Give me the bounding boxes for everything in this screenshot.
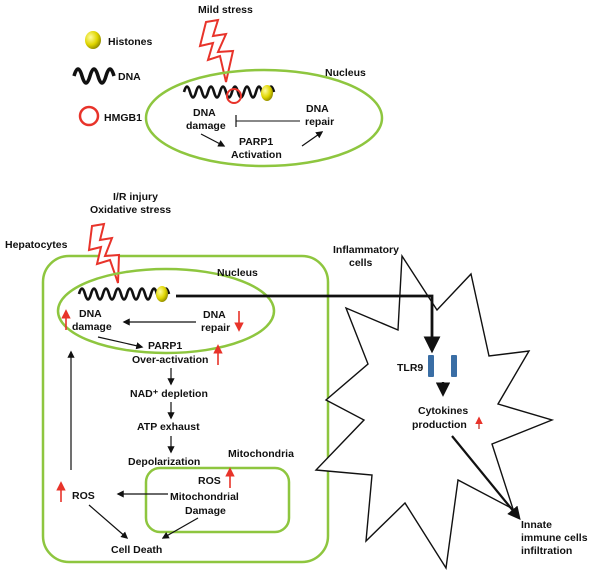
hep-dna-damage-label-1: DNA — [79, 308, 102, 320]
mitochondria-label: Mitochondria — [228, 448, 294, 460]
ir-injury-label: I/R injury — [113, 191, 158, 203]
hepatocytes-label: Hepatocytes — [5, 239, 68, 251]
hepatocyte-dna-strand — [77, 287, 171, 301]
nad-depletion-label: NAD⁺ depletion — [130, 388, 208, 400]
hep-dna-repair-label-2: repair — [201, 322, 230, 334]
mild-stress-panel: Mild stress Nucleus DNA damage DNA repai… — [144, 4, 384, 168]
innate-label-3: infiltration — [521, 545, 572, 557]
hmgb1-icon — [78, 105, 100, 127]
inflammatory-cell-star — [314, 253, 555, 570]
inflammatory-label-2: cells — [349, 257, 373, 269]
mild-stress-label: Mild stress — [198, 4, 253, 16]
top-dna-repair-label-1: DNA — [306, 103, 329, 115]
top-nucleus-label: Nucleus — [325, 67, 366, 79]
damage-to-parp1-arrow — [200, 133, 226, 147]
tlr9-receptor-left — [428, 355, 434, 377]
ros-label: ROS — [72, 490, 95, 502]
cell-death-label: Cell Death — [111, 544, 162, 556]
inflammatory-label-1: Inflammatory — [333, 244, 399, 256]
mito-damage-label-1: Mitochondrial — [170, 491, 239, 503]
top-activation-label: Activation — [231, 149, 282, 161]
hmgb1-icon — [226, 88, 242, 104]
histone-icon — [85, 31, 101, 49]
top-dna-damage-label-1: DNA — [193, 107, 216, 119]
top-parp1-label: PARP1 — [239, 136, 273, 148]
mito-to-death-arrow — [161, 517, 199, 539]
legend-histones-label: Histones — [108, 36, 153, 48]
parp1-to-repair-arrow — [301, 131, 324, 147]
over-activation-label: Over-activation — [132, 354, 208, 366]
cytokines-to-infiltration-arrow — [451, 435, 521, 521]
innate-label-1: Innate — [521, 519, 552, 531]
cytokines-label-1: Cytokines — [418, 405, 468, 417]
top-dna-strand — [182, 85, 276, 99]
legend: Histones DNA HMGB1 — [72, 31, 153, 127]
lightning-bolt-icon — [87, 222, 121, 284]
tlr9-label: TLR9 — [397, 362, 423, 374]
dna-release-arrow — [176, 294, 441, 354]
mito-damage-label-2: Damage — [185, 505, 226, 517]
ros-to-death-arrow — [88, 504, 129, 539]
oxidative-stress-label: Oxidative stress — [90, 204, 171, 216]
top-nucleus-membrane — [144, 68, 384, 168]
histone-icon — [156, 286, 168, 302]
hep-parp1-label: PARP1 — [148, 340, 182, 352]
inflammatory-cell-panel: Inflammatory cells TLR9 Cytokines produc… — [176, 244, 588, 570]
mitochondria-membrane — [144, 466, 291, 534]
lightning-bolt-icon — [198, 18, 235, 83]
tlr9-receptor-right — [451, 355, 457, 377]
depolarization-label: Depolarization — [128, 456, 200, 468]
mito-ros-label: ROS — [198, 475, 221, 487]
hep-dna-damage-label-2: damage — [72, 321, 112, 333]
hepatocyte-nucleus-membrane — [56, 267, 276, 355]
hep-dna-repair-label-1: DNA — [203, 309, 226, 321]
hepatocyte-membrane — [41, 254, 330, 564]
top-dna-repair-label-2: repair — [305, 116, 334, 128]
hepatocyte-panel: I/R injury Oxidative stress Hepatocytes … — [5, 191, 330, 564]
cytokines-label-2: production — [412, 419, 467, 431]
histone-icon — [261, 85, 273, 101]
legend-dna-label: DNA — [118, 71, 141, 83]
top-dna-damage-label-2: damage — [186, 120, 226, 132]
atp-exhaust-label: ATP exhaust — [137, 421, 200, 433]
legend-hmgb1-label: HMGB1 — [104, 112, 142, 124]
dna-icon — [72, 67, 116, 85]
damage-to-parp1-arrow — [97, 336, 144, 350]
hepatocyte-nucleus-label: Nucleus — [217, 267, 258, 279]
innate-label-2: immune cells — [521, 532, 588, 544]
